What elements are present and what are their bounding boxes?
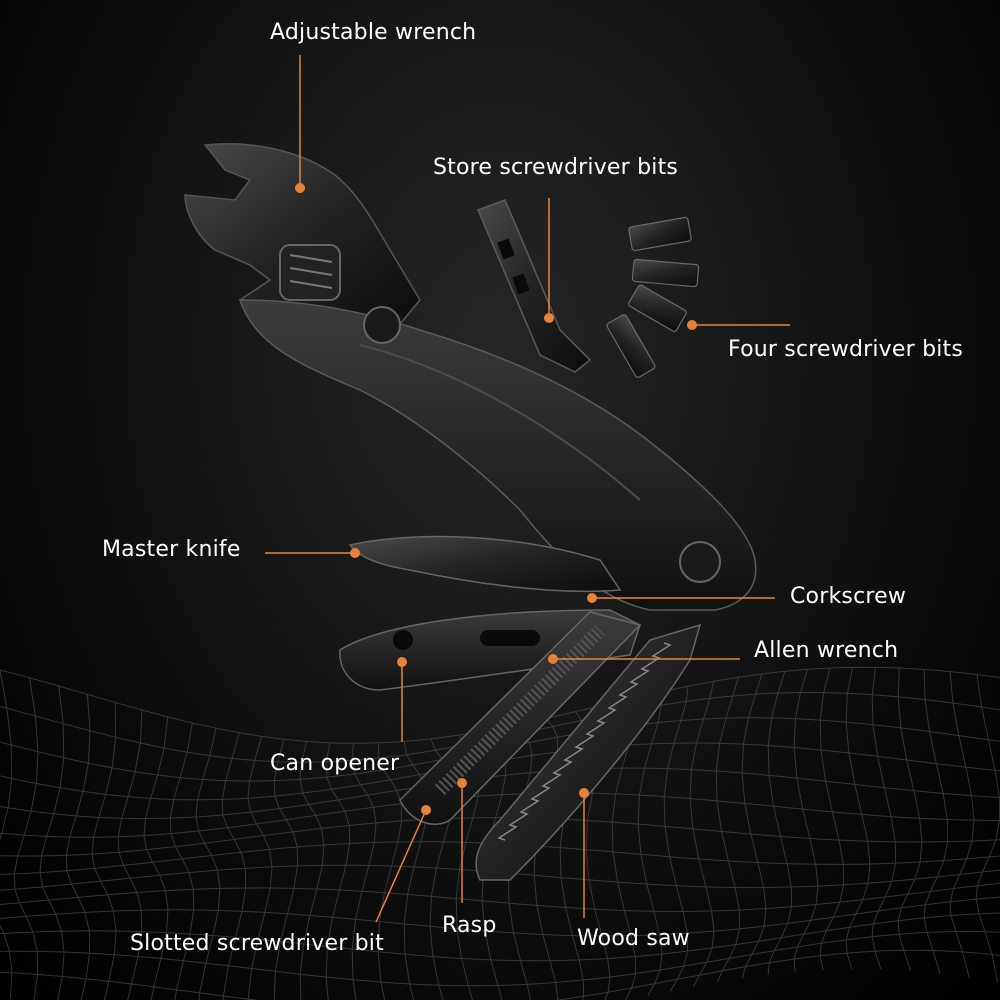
leader-dot — [579, 788, 589, 798]
leader-dot — [457, 778, 467, 788]
leader-dot — [295, 183, 305, 193]
wrench-worm-gear — [279, 244, 341, 301]
mesh-line — [741, 673, 767, 979]
adjustable-wrench-head — [184, 143, 421, 331]
mesh-line — [0, 949, 1000, 1000]
mesh-line — [13, 677, 39, 1000]
mesh-line — [195, 728, 221, 1000]
mesh-line — [715, 677, 741, 983]
mesh-line — [403, 741, 429, 1000]
mesh-line — [923, 669, 949, 974]
leader-dot — [548, 654, 558, 664]
leader-dot — [421, 805, 431, 815]
mesh-line — [65, 694, 91, 1000]
mesh-line — [0, 767, 1000, 820]
label-master-knife: Master knife — [102, 537, 241, 562]
leader-line — [375, 809, 427, 923]
mesh-line — [975, 674, 1000, 983]
screwdriver-bits — [606, 216, 700, 378]
mesh-line — [871, 667, 897, 970]
mesh-line — [663, 686, 689, 992]
wood-saw-tool — [475, 623, 702, 881]
mesh-line — [819, 667, 845, 971]
wire-mesh-background — [0, 666, 1000, 1000]
pivot-screw-top — [363, 306, 401, 344]
mesh-line — [0, 669, 13, 999]
label-rasp: Rasp — [442, 913, 497, 938]
mesh-line — [949, 671, 975, 978]
mesh-line — [637, 691, 663, 997]
mesh-line — [117, 709, 143, 1000]
mesh-line — [169, 722, 195, 1000]
mesh-line — [767, 671, 793, 975]
mesh-line — [377, 742, 403, 1000]
label-corkscrew: Corkscrew — [790, 584, 907, 609]
rasp-tool — [399, 611, 642, 825]
leader-lines — [265, 55, 790, 923]
mesh-line — [247, 736, 273, 1000]
master-knife-blade — [348, 535, 622, 593]
mesh-line — [221, 732, 247, 1000]
label-allen-wrench: Allen wrench — [754, 638, 899, 663]
label-adjustable-wrench: Adjustable wrench — [270, 20, 477, 45]
mesh-line — [273, 739, 299, 1000]
mesh-line — [351, 743, 377, 1000]
leader-dots — [295, 183, 697, 815]
multitool — [184, 143, 757, 881]
mesh-line — [91, 702, 117, 1000]
mesh-line — [0, 792, 1000, 838]
mesh-line — [0, 930, 1000, 987]
mesh-line — [0, 882, 1000, 913]
label-can-opener: Can opener — [270, 751, 400, 776]
mesh-line — [325, 742, 351, 1000]
mesh-line — [299, 741, 325, 1000]
label-slotted-bit: Slotted screwdriver bit — [130, 931, 384, 956]
mesh-line — [39, 685, 65, 1000]
mesh-line — [897, 667, 923, 972]
pivot-screw-bottom — [679, 541, 721, 583]
mesh-line — [793, 669, 819, 973]
leader-dot — [350, 548, 360, 558]
mesh-line — [143, 716, 169, 1000]
leader-dot — [687, 320, 697, 330]
label-store-bits: Store screwdriver bits — [433, 155, 679, 180]
mesh-line — [0, 817, 1000, 857]
mesh-line — [845, 667, 871, 970]
label-wood-saw: Wood saw — [577, 926, 690, 951]
mesh-line — [689, 681, 715, 987]
bit-holder — [477, 199, 592, 373]
handle — [238, 299, 757, 611]
leader-dot — [397, 657, 407, 667]
leader-dot — [587, 593, 597, 603]
label-four-bits: Four screwdriver bits — [728, 337, 964, 362]
leader-dot — [544, 313, 554, 323]
